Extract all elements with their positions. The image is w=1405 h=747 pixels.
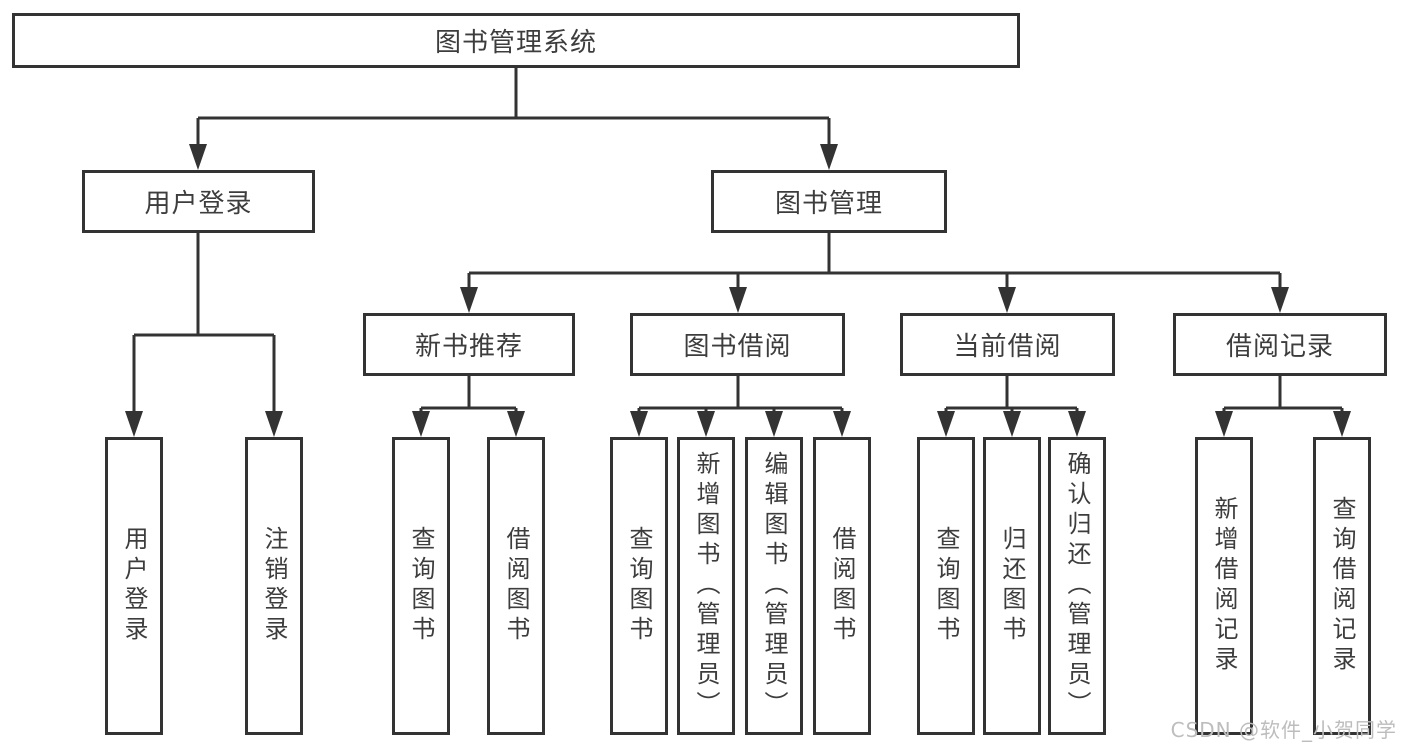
- leaf-add-borrow-record: 新增借阅记录: [1195, 437, 1253, 735]
- arrowhead-icon: [833, 411, 851, 437]
- leaf-query-borrow-record: 查询借阅记录: [1313, 437, 1371, 735]
- node-user-login: 用户登录: [82, 170, 315, 233]
- watermark: CSDN @软件_小贺同学: [1170, 718, 1397, 742]
- leaf-query-books-recommend: 查询图书: [392, 437, 450, 735]
- leaf-query-books-borrowing: 查询图书: [610, 437, 668, 735]
- arrowhead-icon: [937, 411, 955, 437]
- arrowhead-icon: [1333, 411, 1351, 437]
- arrowhead-icon: [125, 411, 143, 437]
- arrowhead-icon: [1068, 411, 1086, 437]
- leaf-return-book: 归还图书: [983, 437, 1041, 735]
- arrowhead-icon: [507, 411, 525, 437]
- leaf-add-book-admin: 新增图书（管理员）: [677, 437, 735, 735]
- arrowhead-icon: [265, 411, 283, 437]
- node-new-book-recommend: 新书推荐: [363, 313, 575, 376]
- arrowhead-icon: [820, 144, 838, 170]
- leaf-user-login: 用户登录: [105, 437, 163, 735]
- arrowhead-icon: [412, 411, 430, 437]
- arrowhead-icon: [1003, 411, 1021, 437]
- arrowhead-icon: [729, 287, 747, 313]
- leaf-query-books-current: 查询图书: [917, 437, 975, 735]
- arrowhead-icon: [765, 411, 783, 437]
- node-current-borrowing: 当前借阅: [900, 313, 1115, 376]
- node-book-borrowing: 图书借阅: [630, 313, 845, 376]
- connector-lines: [132, 68, 1344, 413]
- leaf-logout: 注销登录: [245, 437, 303, 735]
- leaf-borrow-books-recommend: 借阅图书: [487, 437, 545, 735]
- node-borrowing-records: 借阅记录: [1173, 313, 1387, 376]
- arrowhead-icon: [189, 144, 207, 170]
- arrowhead-icon: [460, 287, 478, 313]
- arrowhead-icon: [1271, 287, 1289, 313]
- arrowhead-icon: [998, 287, 1016, 313]
- arrowhead-icon: [697, 411, 715, 437]
- leaf-edit-book-admin: 编辑图书（管理员）: [745, 437, 803, 735]
- leaf-borrow-books-borrowing: 借阅图书: [813, 437, 871, 735]
- leaf-confirm-return-admin: 确认归还（管理员）: [1048, 437, 1106, 735]
- node-book-management: 图书管理: [711, 170, 947, 233]
- arrowhead-icon: [1215, 411, 1233, 437]
- node-library-system: 图书管理系统: [12, 13, 1020, 68]
- arrowhead-icon: [630, 411, 648, 437]
